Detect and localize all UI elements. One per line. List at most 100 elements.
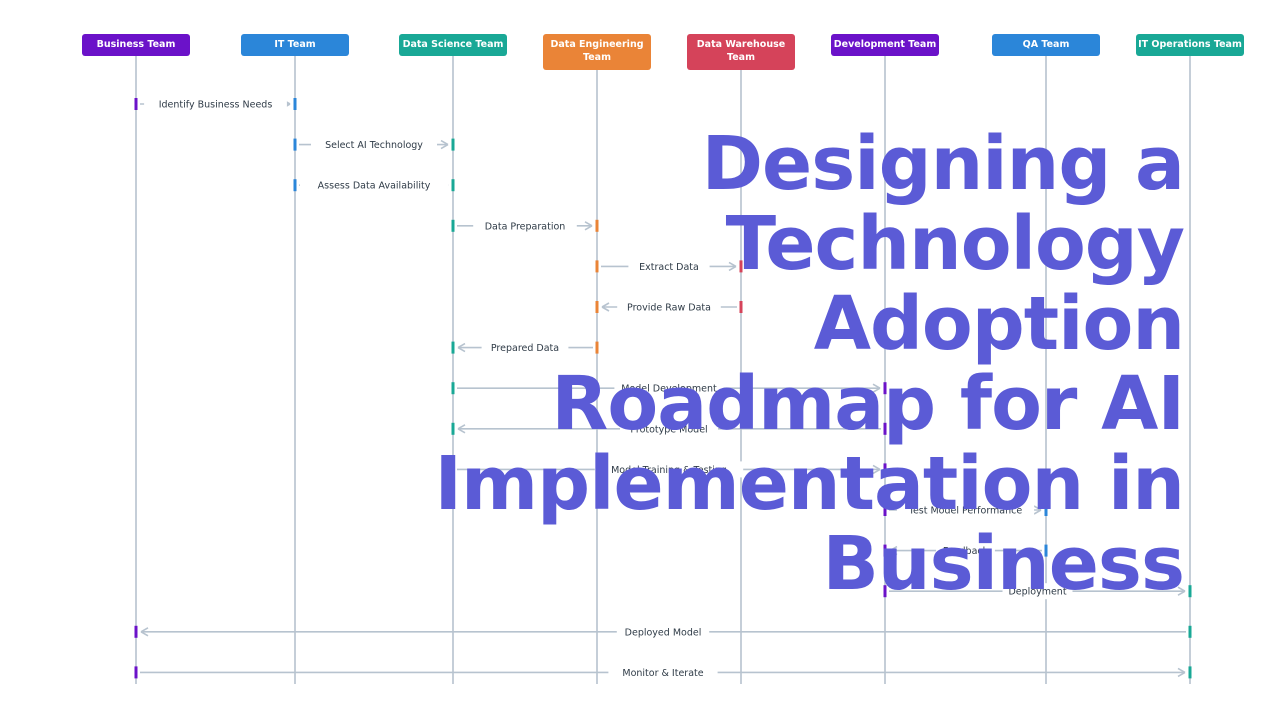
activation-marker [451, 463, 455, 476]
message-label-bg [628, 258, 710, 275]
participant-box [543, 34, 651, 70]
page-title: Designing a Technology Adoption Roadmap … [434, 121, 1185, 607]
activation-marker [134, 625, 138, 638]
participant-business: Business Team [82, 34, 190, 56]
message-label: Prototype Model [630, 424, 707, 435]
message-label-bg [614, 380, 724, 397]
participant-label: Data Engineering [550, 39, 643, 50]
participant-label: IT Team [274, 39, 315, 50]
participant-label: Business Team [97, 39, 176, 50]
message-label: Assess Data Availability [318, 181, 431, 192]
activation-marker [595, 219, 599, 232]
arrow-head [601, 302, 610, 312]
arrow-head [889, 545, 898, 556]
message-label-bg [1002, 583, 1073, 600]
activation-marker [595, 341, 599, 354]
arrow-head [457, 424, 466, 434]
activation-marker [1188, 666, 1192, 679]
message-label: Monitor & Iterate [622, 668, 703, 679]
arrow-head [457, 342, 466, 353]
message-label: Deployed Model [625, 627, 702, 638]
activation-marker [883, 585, 887, 598]
participant-label: IT Operations Team [1138, 39, 1242, 50]
message-label-bg [144, 96, 287, 112]
message-label-bg [481, 339, 569, 356]
arrow-head [584, 221, 593, 231]
participant-label: Team [583, 52, 611, 63]
activation-marker [451, 179, 455, 192]
message-2: Select AI Technology [293, 136, 455, 153]
message-label: Feedback [943, 546, 989, 557]
activation-marker [451, 219, 455, 232]
message-label-bg [299, 177, 449, 194]
participant-box [1136, 34, 1244, 56]
participant-box [831, 34, 939, 56]
message-label: Provide Raw Data [627, 303, 711, 314]
arrow-head [140, 627, 149, 637]
participant-itops: IT Operations Team [1136, 34, 1244, 56]
activation-marker [293, 98, 297, 110]
participant-label: Data Science Team [403, 39, 504, 50]
message-label-bg [473, 217, 577, 234]
activation-marker [739, 301, 743, 313]
message-4: Data Preparation [451, 217, 599, 234]
message-13: Deployment [883, 583, 1192, 600]
message-label: Test Model Performance [908, 506, 1023, 517]
participant-it: IT Team [241, 34, 349, 56]
participant-dev: Development Team [831, 34, 939, 56]
message-label: Model Training & Testing [611, 465, 727, 476]
message-label: Data Preparation [485, 221, 566, 232]
participant-box [241, 34, 349, 56]
message-10: Model Training & Testing [451, 461, 887, 478]
arrow-head [872, 464, 881, 475]
message-label: Prepared Data [491, 343, 559, 354]
activation-marker [883, 422, 887, 435]
message-5: Extract Data [595, 258, 743, 275]
arrow-head [872, 383, 881, 393]
activation-marker [293, 138, 297, 151]
message-label-bg [620, 420, 718, 437]
message-11: Test Model Performance [883, 502, 1048, 518]
arrow-head [1033, 505, 1042, 515]
message-9: Prototype Model [451, 420, 887, 437]
arrow-head [1177, 586, 1186, 596]
activation-marker [134, 666, 138, 679]
participant-ds: Data Science Team [399, 34, 507, 56]
message-label: Model Development [621, 384, 717, 395]
message-label-bg [936, 542, 995, 559]
activation-marker [451, 341, 455, 354]
message-14: Deployed Model [134, 623, 1192, 640]
activation-marker [1044, 504, 1048, 516]
activation-marker [595, 301, 599, 313]
activation-marker [451, 138, 455, 151]
message-6: Provide Raw Data [595, 299, 743, 315]
message-12: Feedback [883, 542, 1048, 559]
participant-label: QA Team [1023, 39, 1070, 50]
participant-label: Team [727, 52, 755, 63]
participant-label: Data Warehouse [697, 39, 785, 50]
message-label-bg [617, 299, 721, 315]
activation-marker [739, 260, 743, 273]
activation-marker [134, 98, 138, 110]
message-label-bg [311, 136, 437, 153]
message-label: Deployment [1008, 587, 1066, 598]
message-label-bg [594, 461, 744, 478]
arrow-head [1177, 667, 1186, 678]
activation-marker [595, 260, 599, 273]
participant-qa: QA Team [992, 34, 1100, 56]
participant-box [992, 34, 1100, 56]
activation-marker [883, 504, 887, 516]
activation-marker [451, 422, 455, 435]
message-8: Model Development [451, 380, 887, 397]
participant-headers: Business Team IT Team Data Science Team Dat… [82, 34, 1244, 70]
activation-marker [883, 382, 887, 395]
participant-box [399, 34, 507, 56]
activation-marker [883, 463, 887, 476]
participant-box [82, 34, 190, 56]
participant-box [687, 34, 795, 70]
message-label: Extract Data [639, 262, 699, 273]
